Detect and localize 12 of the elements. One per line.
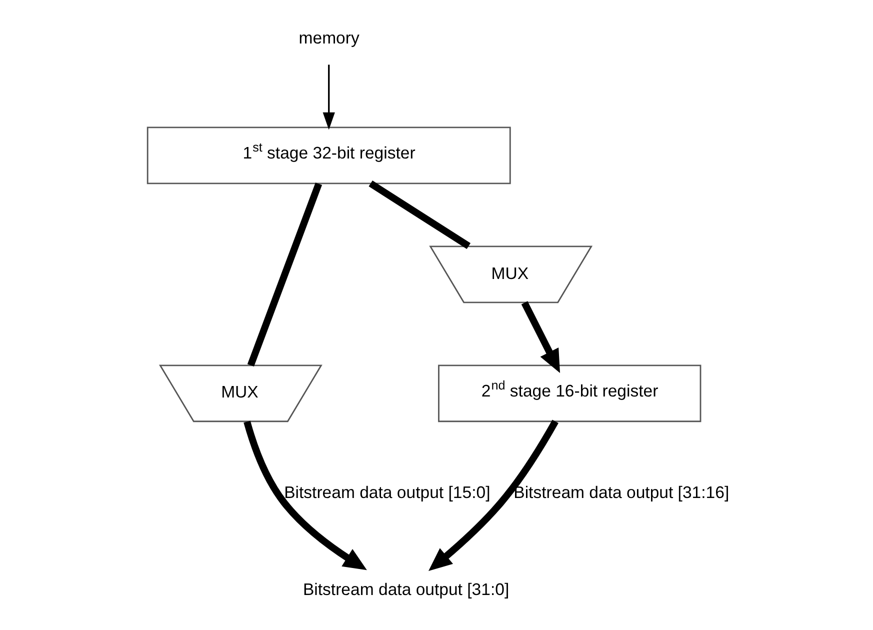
arrow [322,64,334,130]
arrow [520,301,560,373]
arrow [243,420,366,570]
node-text: Bitstream data output [31:0] [302,580,509,600]
arrow [428,420,558,572]
node-box: 2$^{nd}$ stage 16-bit register [438,364,701,422]
node-text: memory [298,28,359,48]
edge-label: Bitstream data output [15:0] [284,482,490,502]
edge-label: Bitstream data output [31:16] [513,482,729,502]
connector [246,182,322,367]
node-box: 1$^{st}$ stage 32-bit register [146,126,510,184]
connector [368,180,470,250]
